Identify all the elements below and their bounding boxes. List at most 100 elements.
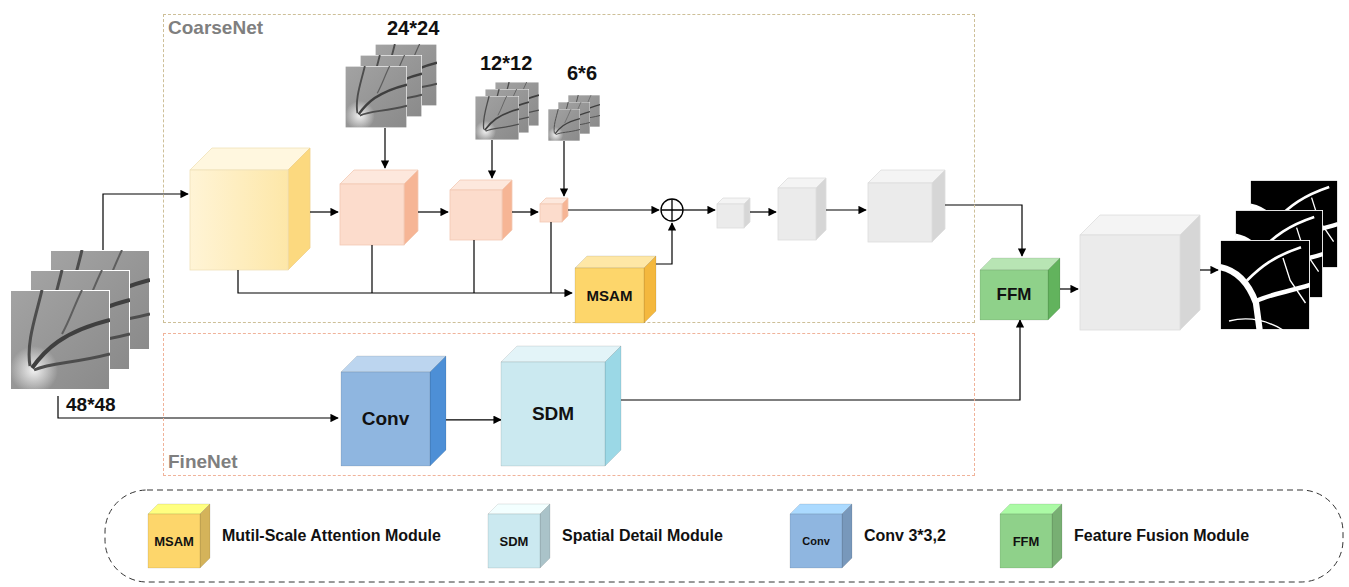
- legend-entry: SDM Spatial Detail Module: [488, 504, 723, 568]
- legend-entry: FFM Feature Fusion Module: [1000, 504, 1249, 568]
- cube-face: [540, 504, 550, 568]
- wire: [563, 141, 564, 196]
- feature-cube: [288, 148, 310, 270]
- region-title: CoarseNet: [168, 17, 263, 39]
- legend-text: Spatial Detail Module: [562, 527, 723, 545]
- scaled-patch: [475, 96, 519, 142]
- wire: [826, 209, 866, 210]
- legend-swatch: Conv: [790, 504, 852, 568]
- swatch-label: SDM: [500, 534, 529, 549]
- legend-swatch: SDM: [488, 504, 550, 568]
- cube-face: [575, 256, 656, 268]
- flow-arrow: [446, 419, 501, 420]
- cube-face: [148, 504, 210, 514]
- cube-face: [430, 356, 446, 466]
- legend-entry: MSAM Mutil-Scale Attention Module: [148, 504, 441, 568]
- cube-face: [1052, 504, 1062, 568]
- wire: [655, 223, 672, 264]
- legend-frame: [105, 490, 1343, 582]
- wire: [550, 222, 551, 293]
- legend-text: Mutil-Scale Attention Module: [222, 527, 441, 545]
- feature-cube: [404, 170, 418, 245]
- feature-cube: [450, 190, 502, 240]
- cube-face: [488, 514, 540, 568]
- size-label: 6*6: [565, 62, 599, 85]
- feature-cube: [1080, 235, 1180, 330]
- module-name: MSAM: [587, 287, 633, 304]
- cube-face: [605, 346, 621, 466]
- cube-face: [501, 346, 621, 362]
- cube-face: [148, 514, 200, 568]
- wire: [418, 211, 448, 212]
- wire: [310, 211, 338, 212]
- sum-symbol: [661, 199, 683, 221]
- wire: [371, 245, 372, 293]
- cube-face: [1000, 504, 1062, 514]
- legend-text: Feature Fusion Module: [1074, 527, 1249, 545]
- wire: [945, 205, 1022, 256]
- wire: [568, 209, 659, 210]
- wire: [238, 270, 572, 293]
- swatch-label: Conv: [802, 535, 830, 547]
- feature-cube: [540, 204, 562, 222]
- conv-block: Conv: [341, 356, 446, 466]
- module-name: FFM: [997, 285, 1032, 305]
- feature-cube: [744, 198, 750, 228]
- cube-face: [488, 504, 550, 514]
- scaled-patch: [345, 66, 407, 130]
- feature-cube: [932, 170, 945, 242]
- network-region: CoarseNetMSAM: [163, 14, 975, 323]
- region-title: FineNet: [168, 451, 238, 473]
- feature-cube: [868, 183, 932, 242]
- legend-swatch: FFM: [1000, 504, 1062, 568]
- cube-face: [980, 258, 1060, 270]
- cube-face: [501, 362, 605, 466]
- scaled-patch: [548, 109, 580, 142]
- output-map: [1220, 240, 1310, 330]
- size-label: 48*48: [64, 394, 118, 416]
- cube-face: [200, 504, 210, 568]
- network-region: FineNet Conv SDM: [163, 333, 975, 476]
- wire: [1060, 288, 1078, 289]
- cube-face: [790, 504, 852, 514]
- wire: [103, 194, 188, 250]
- feature-cube: [816, 178, 826, 240]
- feature-cube: [1180, 215, 1200, 330]
- sum-symbol: [661, 199, 683, 221]
- feature-cube: [562, 198, 568, 222]
- size-label: 24*24: [385, 17, 441, 40]
- wire: [512, 211, 538, 212]
- cube-face: [1000, 514, 1052, 568]
- cube-face: [790, 514, 842, 568]
- module-name: Conv: [362, 408, 410, 430]
- size-label: 12*12: [478, 52, 534, 75]
- attention-module: MSAM: [575, 256, 656, 323]
- cube-face: [842, 504, 852, 568]
- cube-face: [575, 268, 644, 323]
- feature-cube: [450, 180, 512, 190]
- feature-cube: [340, 184, 404, 245]
- wire: [683, 209, 715, 210]
- cube-face: [1048, 258, 1060, 320]
- flow-arrow: [621, 320, 1020, 400]
- feature-cube: [1080, 215, 1200, 235]
- detail-module: SDM: [501, 346, 621, 466]
- swatch-label: FFM: [1013, 534, 1040, 549]
- feature-cube: [778, 188, 816, 240]
- wire: [750, 211, 776, 212]
- cube-face: [980, 270, 1048, 320]
- feature-cube: [190, 170, 288, 270]
- wire: [491, 140, 492, 178]
- legend-text: Conv 3*3,2: [864, 527, 946, 545]
- input-patch: [10, 290, 110, 394]
- wire: [473, 240, 474, 293]
- legend-swatch: MSAM: [148, 504, 210, 568]
- cube-face: [644, 256, 656, 323]
- cube-face: [341, 356, 446, 372]
- wire: [384, 128, 385, 168]
- wire: [1200, 269, 1218, 270]
- swatch-label: MSAM: [154, 534, 194, 549]
